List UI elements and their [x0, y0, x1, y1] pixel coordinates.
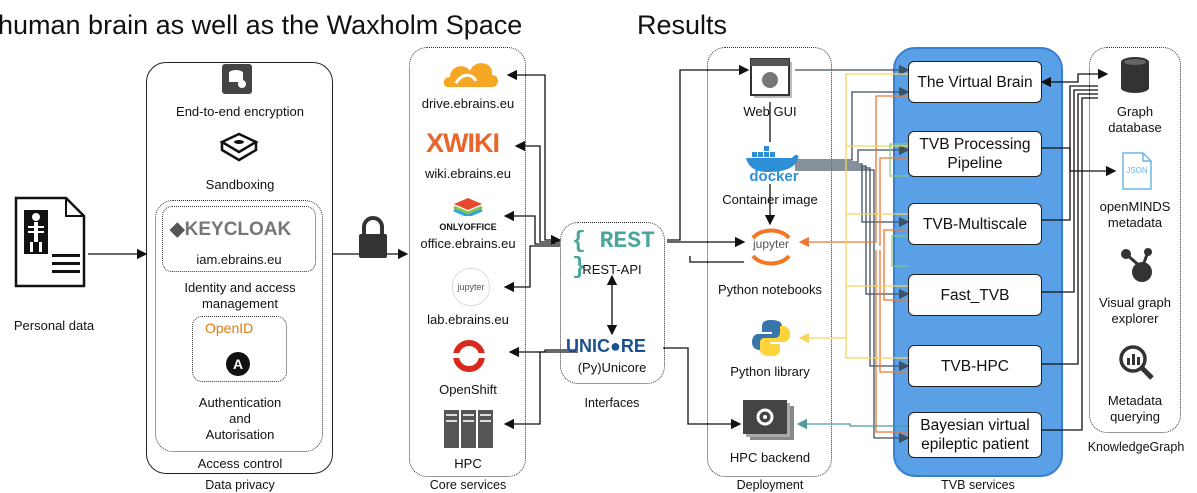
json-icon-text: JSON	[1126, 166, 1148, 175]
notebooks-label: Python notebooks	[717, 282, 823, 297]
openid-group	[192, 316, 287, 382]
unicore-label: (Py)Unicore	[577, 360, 647, 375]
rest-label: REST-API	[582, 262, 642, 277]
office-label: office.ebrains.eu	[420, 236, 516, 251]
tvb-services-group	[893, 47, 1063, 477]
hpc-backend-icon	[742, 400, 798, 442]
iam-label: iam.ebrains.eu	[196, 252, 282, 267]
tvb-item-virtual-brain: The Virtual Brain	[908, 61, 1042, 103]
wiki-label: wiki.ebrains.eu	[425, 166, 511, 181]
json-file-icon	[1122, 152, 1152, 190]
keycloak-group	[162, 206, 316, 272]
identity-label-2: management	[202, 296, 278, 311]
graph-db-label-2: database	[1108, 120, 1162, 135]
openminds-label-2: metadata	[1107, 215, 1163, 230]
database-icon	[1120, 56, 1150, 94]
xwiki-logo: XWIKI	[426, 128, 500, 158]
jupyter-icon	[747, 226, 795, 266]
visual-label-1: Visual graph	[1098, 295, 1172, 310]
docker-logo: docker	[749, 168, 799, 185]
interfaces-caption: Interfaces	[584, 396, 640, 410]
identity-label-1: Identity and access	[184, 280, 296, 295]
personal-data-icon	[14, 196, 86, 288]
rest-logo: { REST }	[572, 228, 655, 280]
pylib-label: Python library	[730, 364, 810, 379]
openid-logo: OpenID	[205, 320, 254, 336]
docker-whale-icon	[744, 146, 800, 172]
openshift-label: OpenShift	[439, 382, 497, 397]
keycloak-logo: ◆KEYCLOAK	[170, 219, 292, 240]
auth-label-3: Autorisation	[205, 427, 275, 442]
onlyoffice-logo: ONLYOFFICE	[439, 222, 497, 232]
onlyoffice-icon	[450, 196, 486, 216]
drive-icon	[442, 55, 500, 91]
encryption-icon	[222, 64, 252, 94]
knowledge-graph-caption: KnowledgeGraph	[1087, 440, 1185, 454]
identity-group	[155, 200, 323, 452]
graph-db-label-1: Graph	[1116, 104, 1154, 119]
hpc-server-icon	[443, 408, 495, 450]
lock-icon	[356, 216, 390, 260]
drive-label: drive.ebrains.eu	[421, 96, 515, 111]
tvb-services-caption: TVB services	[941, 478, 1015, 492]
auth-label-2: and	[229, 411, 251, 426]
sandboxing-label: Sandboxing	[205, 177, 275, 192]
right-header: Results	[637, 10, 728, 40]
hpcback-label: HPC backend	[729, 450, 811, 465]
container-label: Container image	[722, 192, 818, 207]
magnifier-chart-icon	[1118, 344, 1154, 382]
left-header: human brain as well as the Waxholm Space	[0, 10, 523, 40]
python-icon	[752, 318, 790, 358]
jupyter-small-icon: jupyter	[452, 268, 490, 306]
webgui-label: Web GUI	[743, 104, 797, 119]
openminds-label-1: openMINDS	[1099, 199, 1171, 214]
meta-label-1: Metadata	[1107, 393, 1163, 408]
tvb-item-multiscale: TVB-Multiscale	[908, 203, 1042, 245]
unicore-logo: UNIC●RE	[566, 336, 646, 356]
auth-label-1: Authentication	[198, 395, 282, 410]
data-privacy-caption: Data privacy	[205, 478, 275, 492]
deployment-caption: Deployment	[736, 478, 804, 492]
tvb-item-fast-tvb: Fast_TVB	[908, 274, 1042, 316]
interfaces-group	[560, 222, 665, 384]
tvb-item-tvb-hpc: TVB-HPC	[908, 345, 1042, 387]
data-privacy-group	[146, 62, 333, 474]
core-services-caption: Core services	[429, 478, 507, 492]
jupyter-logo: jupyter	[752, 237, 790, 251]
apache-icon: A	[226, 352, 250, 376]
encryption-label: End-to-end encryption	[176, 104, 304, 119]
visual-label-2: explorer	[1111, 311, 1159, 326]
lab-label: lab.ebrains.eu	[427, 312, 509, 327]
web-gui-icon	[750, 58, 794, 100]
core-services-group	[409, 47, 526, 477]
hpc-label: HPC	[454, 456, 482, 471]
openshift-icon	[451, 338, 487, 374]
personal-data-label: Personal data	[13, 318, 95, 333]
meta-label-2: querying	[1110, 409, 1160, 424]
access-control-label: Access control	[197, 456, 283, 471]
sandbox-icon	[218, 130, 260, 164]
knowledge-graph-group	[1089, 47, 1181, 433]
share-graph-icon	[1118, 246, 1156, 286]
